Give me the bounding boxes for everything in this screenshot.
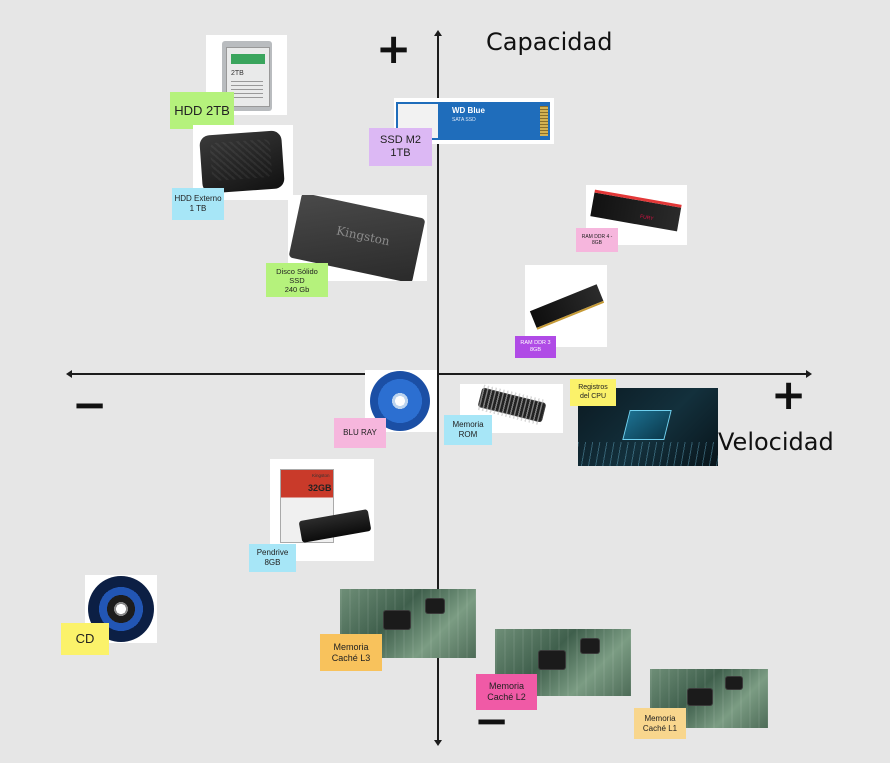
cache-l3-chip-b (426, 599, 444, 613)
ssd-m2-connector (540, 106, 548, 136)
sticky-cache-l3: Memoria Caché L3 (320, 634, 382, 671)
pendrive-capacity: 32GB (308, 483, 332, 493)
cache-l1-chip-a (688, 689, 712, 705)
sticky-cache-l2: Memoria Caché L2 (476, 674, 537, 710)
capacity-plus-sign: + (376, 24, 412, 73)
horizontal-axis (70, 373, 808, 375)
sticky-ram-ddr3: RAM DDR 3 8GB (515, 336, 556, 358)
external-hdd-image (193, 125, 293, 200)
cpu-traces (578, 442, 718, 466)
sticky-blu-ray: BLU RAY (334, 418, 386, 448)
vertical-axis-arrow-top (434, 30, 442, 36)
cache-l3-chip-a (384, 611, 410, 629)
cache-l2-chip-b (581, 639, 599, 653)
ram-ddr3-body (529, 284, 605, 330)
sticky-hdd-externo: HDD Externo 1 TB (172, 188, 224, 220)
sticky-ssd-240: Disco Sólido SSD 240 Gb (266, 263, 328, 297)
speed-minus-sign: − (72, 380, 108, 429)
cpu-image (578, 388, 718, 466)
cache-l2-chip-a (539, 651, 565, 669)
vertical-axis (437, 34, 439, 742)
ram-ddr3-image (525, 265, 607, 347)
cd-image (85, 575, 157, 643)
sticky-memoria-rom: Memoria ROM (444, 415, 492, 445)
sticky-registros-cpu: Registros del CPU (570, 379, 616, 406)
ram-ddr4-body (590, 189, 682, 232)
pendrive-brand: Kingston (312, 473, 330, 478)
sticky-ram-ddr4: RAM DDR 4 - 8GB (576, 228, 618, 252)
ssd-m2-brand: WD Blue (452, 106, 485, 115)
ssd-m2-sub: SATA SSD (452, 117, 476, 123)
hdd-capacity-text: 2TB (231, 70, 244, 77)
cpu-die (622, 410, 672, 440)
speed-plus-sign: + (771, 370, 807, 419)
hdd-label-lines (231, 80, 263, 98)
horizontal-axis-arrow-right (806, 370, 812, 378)
sticky-hdd-2tb: HDD 2TB (170, 92, 234, 129)
external-hdd-texture (209, 138, 273, 182)
sticky-ssd-m2-1tb: SSD M2 1TB (369, 128, 432, 166)
horizontal-axis-arrow-left (66, 370, 72, 378)
vertical-axis-arrow-bottom (434, 740, 442, 746)
capacity-axis-title: Capacidad (486, 28, 613, 56)
hdd-label-stripe (231, 54, 265, 64)
sticky-cache-l1: Memoria Caché L1 (634, 708, 686, 739)
cache-l1-chip-b (726, 677, 742, 689)
sticky-pendrive: Pendrive 8GB (249, 544, 296, 572)
sticky-cd: CD (61, 623, 109, 655)
speed-axis-title: Velocidad (718, 428, 834, 456)
pendrive-image: 32GB Kingston (270, 459, 374, 561)
